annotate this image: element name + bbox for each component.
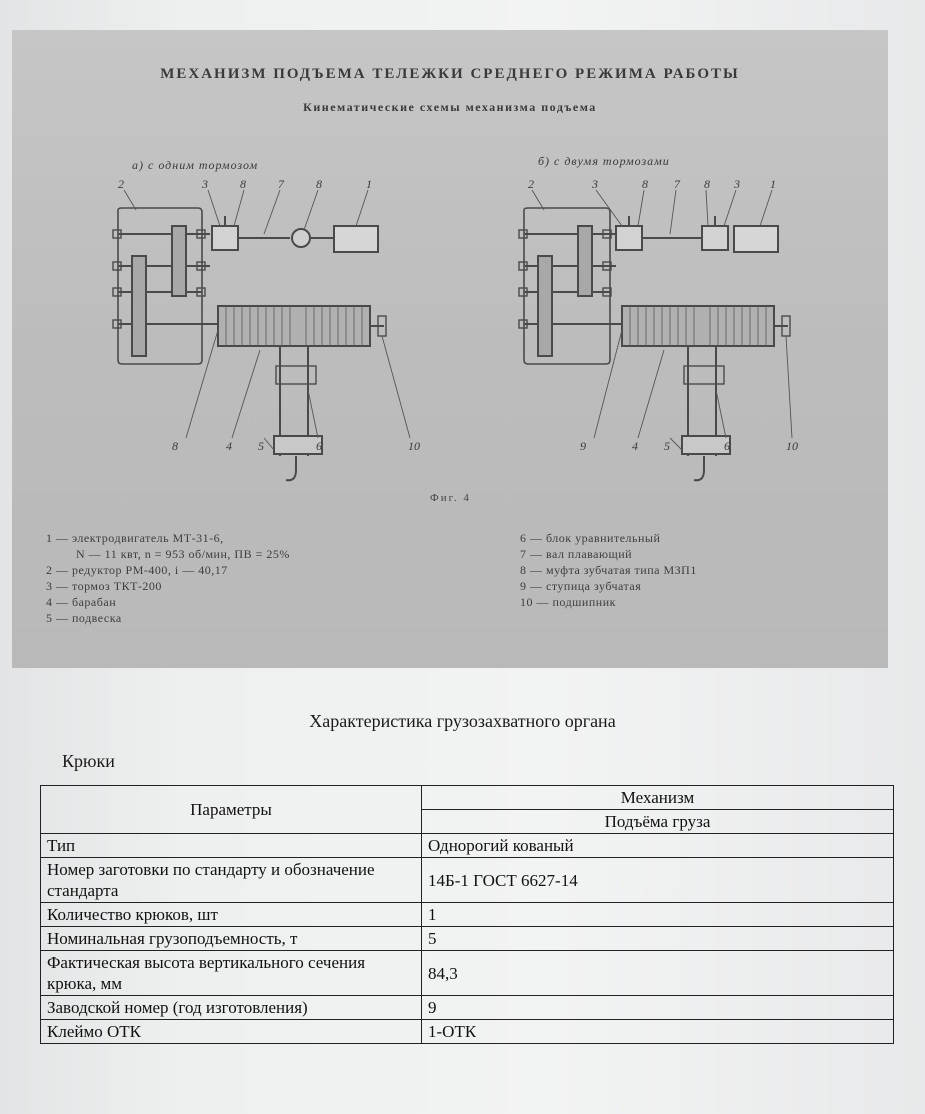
label-a-2: 2 — [118, 177, 124, 191]
row-param: Заводской номер (год изготовления) — [40, 995, 422, 1020]
row-value: 1 — [421, 902, 894, 927]
label-a-5: 5 — [258, 439, 264, 453]
sheet-title: МЕХАНИЗМ ПОДЪЕМА ТЕЛЕЖКИ СРЕДНЕГО РЕЖИМА… — [160, 66, 740, 82]
table-header-row: Параметры Механизм — [40, 785, 894, 834]
legend-item: 8 — муфта зубчатая типа МЗП1 — [520, 563, 697, 577]
section-subheading: Крюки — [62, 751, 115, 771]
header-lifting: Подъёма груза — [421, 809, 894, 834]
label-b-3: 3 — [591, 177, 598, 191]
legend-item: 10 — подшипник — [520, 595, 616, 609]
label-a-7: 7 — [278, 177, 285, 191]
legend-item: 7 — вал плавающий — [520, 547, 633, 561]
table-row: Клеймо ОТК 1-ОТК — [40, 1019, 894, 1044]
label-b-8b: 8 — [704, 177, 710, 191]
kinematic-diagram: 2 3 8 7 8 1 8 4 5 6 10 2 3 8 7 8 3 1 9 4… — [112, 177, 798, 482]
table-row: Количество крюков, шт 1 — [40, 902, 894, 927]
label-a-8c: 8 — [172, 439, 178, 453]
scheme-a-label: а) с одним тормозом — [132, 158, 259, 172]
row-value: 84,3 — [421, 950, 894, 996]
label-b-2: 2 — [528, 177, 534, 191]
label-a-8: 8 — [240, 177, 246, 191]
row-param: Номинальная грузоподъемность, т — [40, 926, 422, 951]
header-mechanism: Механизм — [421, 785, 894, 810]
legend-item: 9 — ступица зубчатая — [520, 579, 642, 593]
row-value: 9 — [421, 995, 894, 1020]
header-params: Параметры — [40, 785, 422, 834]
row-value: 1-ОТК — [421, 1019, 894, 1044]
label-a-6: 6 — [316, 439, 322, 453]
table-row: Заводской номер (год изготовления) 9 — [40, 995, 894, 1020]
row-param: Количество крюков, шт — [40, 902, 422, 927]
hook-parameters-table: Параметры Механизм Подъёма груза Тип Одн… — [40, 785, 894, 1044]
legend-left: 1 — электродвигатель МТ-31-6, N — 11 квт… — [46, 530, 506, 626]
legend-item: N — 11 квт, n = 953 об/мин, ПВ = 25% — [76, 547, 290, 561]
label-a-3: 3 — [201, 177, 208, 191]
photocopy-sheet: МЕХАНИЗМ ПОДЪЕМА ТЕЛЕЖКИ СРЕДНЕГО РЕЖИМА… — [12, 30, 888, 668]
legend-item: 2 — редуктор РМ-400, i — 40,17 — [46, 563, 228, 577]
label-a-1: 1 — [366, 177, 372, 191]
row-param: Номер заготовки по стандарту и обозначен… — [40, 857, 422, 903]
table-row: Фактическая высота вертикального сечения… — [40, 950, 894, 996]
label-b-9: 9 — [580, 439, 586, 453]
scheme-b-label: б) с двумя тормозами — [538, 154, 670, 168]
row-param: Клеймо ОТК — [40, 1019, 422, 1044]
label-b-6: 6 — [724, 439, 730, 453]
legend-item: 4 — барабан — [46, 595, 117, 609]
label-b-10: 10 — [786, 439, 798, 453]
label-a-8b: 8 — [316, 177, 322, 191]
label-b-1: 1 — [770, 177, 776, 191]
legend-right: 6 — блок уравнительный 7 — вал плавающий… — [520, 530, 880, 610]
label-b-8: 8 — [642, 177, 648, 191]
legend-item: 1 — электродвигатель МТ-31-6, — [46, 531, 224, 545]
legend-item: 5 — подвеска — [46, 611, 122, 625]
label-b-4: 4 — [632, 439, 638, 453]
label-b-5: 5 — [664, 439, 670, 453]
table-row: Номинальная грузоподъемность, т 5 — [40, 926, 894, 951]
row-value: 14Б-1 ГОСТ 6627-14 — [421, 857, 894, 903]
scheme-a-drawing — [112, 189, 411, 482]
row-param: Фактическая высота вертикального сечения… — [40, 950, 422, 996]
table-header-row: Подъёма груза — [41, 809, 894, 834]
label-b-7: 7 — [674, 177, 681, 191]
row-value: Однорогий кованый — [421, 833, 894, 858]
label-a-4: 4 — [226, 439, 232, 453]
table-row: Тип Однорогий кованый — [40, 833, 894, 858]
figure-label: Фиг. 4 — [430, 492, 471, 504]
scheme-b-drawing — [518, 189, 793, 482]
legend-item: 3 — тормоз ТКТ-200 — [46, 579, 162, 593]
table-row: Номер заготовки по стандарту и обозначен… — [40, 857, 894, 903]
row-param: Тип — [40, 833, 422, 858]
label-b-3b: 3 — [733, 177, 740, 191]
sheet-subtitle: Кинематические схемы механизма подъема — [303, 100, 597, 114]
label-a-10: 10 — [408, 439, 420, 453]
legend-item: 6 — блок уравнительный — [520, 531, 661, 545]
row-value: 5 — [421, 926, 894, 951]
section-heading: Характеристика грузозахватного органа — [309, 711, 616, 731]
